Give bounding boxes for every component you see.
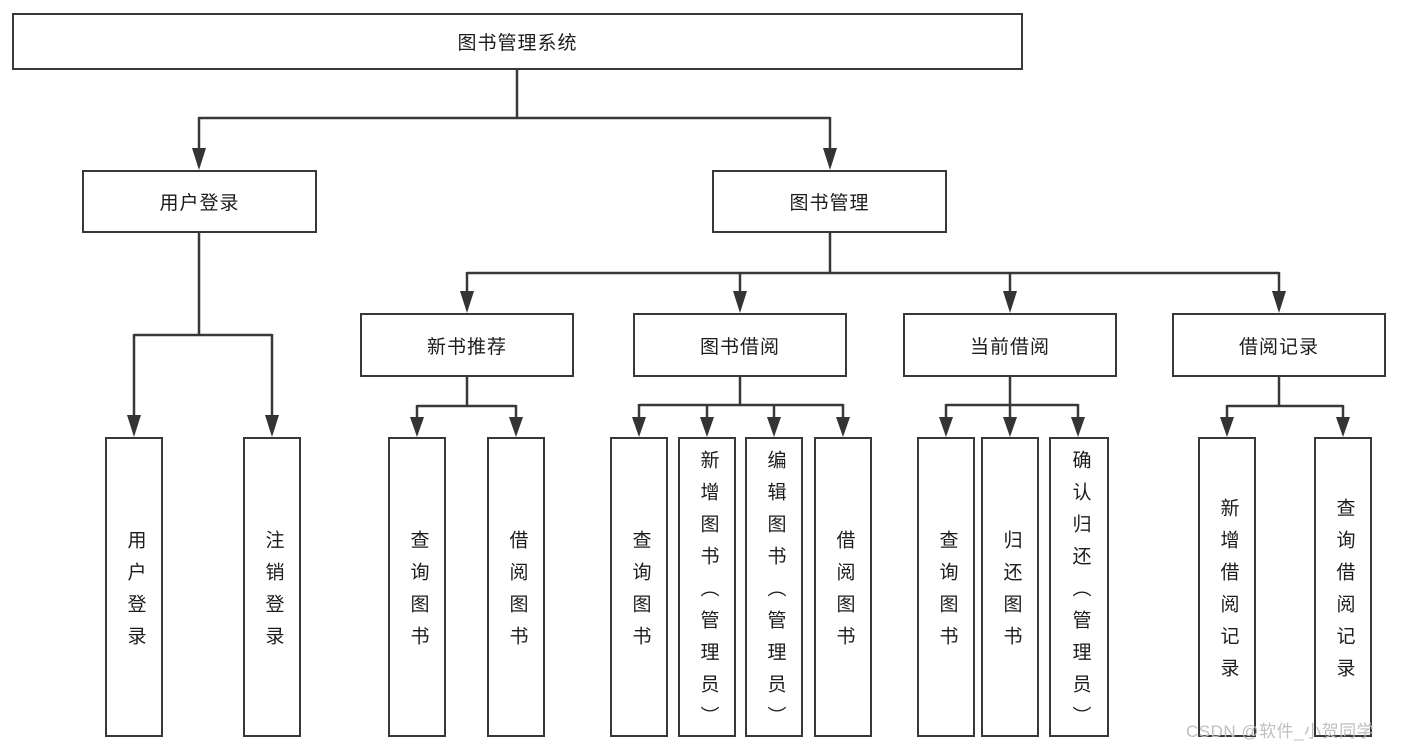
node-library-management-system: 图书管理系统: [12, 13, 1023, 70]
connector-book-mgmt-to-level3: [460, 233, 1286, 313]
leaf-query-books-current: 查询图书: [917, 437, 975, 737]
leaf-query-borrow-record: 查询借阅记录: [1314, 437, 1372, 737]
node-label: 当前借阅: [969, 336, 1050, 358]
node-label: 新书推荐: [426, 336, 507, 358]
leaf-label: 注销登录: [262, 529, 284, 658]
connector-current-borrow-to-leaves: [939, 377, 1085, 437]
leaf-user-login: 用户登录: [105, 437, 163, 737]
leaf-label: 确认归还（管理员）: [1069, 449, 1091, 738]
node-new-book-recommend: 新书推荐: [360, 313, 574, 377]
connector-root-to-level2: [192, 70, 837, 170]
leaf-label: 查询借阅记录: [1333, 497, 1355, 690]
node-label: 借阅记录: [1238, 336, 1319, 358]
node-book-borrow: 图书借阅: [633, 313, 847, 377]
leaf-label: 借阅图书: [833, 529, 855, 658]
leaf-edit-books-admin: 编辑图书（管理员）: [745, 437, 803, 738]
leaf-label: 查询图书: [407, 529, 429, 658]
node-label: 图书借阅: [699, 336, 780, 358]
node-label: 图书管理: [789, 193, 870, 214]
leaf-return-books: 归还图书: [981, 437, 1039, 737]
leaf-label: 新增借阅记录: [1217, 497, 1239, 690]
leaf-borrow-books-recommend: 借阅图书: [487, 437, 545, 737]
leaf-query-books-recommend: 查询图书: [388, 437, 446, 737]
node-label: 图书管理系统: [457, 33, 578, 54]
leaf-label: 归还图书: [1000, 529, 1022, 658]
node-current-borrow: 当前借阅: [903, 313, 1117, 377]
leaf-label: 编辑图书（管理员）: [764, 449, 786, 738]
leaf-label: 用户登录: [124, 529, 146, 658]
leaf-query-books-borrow: 查询图书: [610, 437, 668, 737]
node-borrow-record: 借阅记录: [1172, 313, 1386, 377]
csdn-watermark: CSDN @软件_小贺同学: [1186, 722, 1375, 741]
connector-book-borrow-to-leaves: [632, 377, 850, 437]
node-label: 用户登录: [159, 193, 240, 214]
leaf-add-books-admin: 新增图书（管理员）: [678, 437, 736, 738]
leaf-borrow-books: 借阅图书: [814, 437, 872, 737]
leaf-add-borrow-record: 新增借阅记录: [1198, 437, 1256, 737]
node-book-management: 图书管理: [712, 170, 947, 233]
leaf-label: 查询图书: [629, 529, 651, 658]
connector-new-book-rec-to-leaves: [410, 377, 523, 437]
leaf-logout: 注销登录: [243, 437, 301, 737]
leaf-label: 新增图书（管理员）: [697, 449, 719, 738]
node-user-login: 用户登录: [82, 170, 317, 233]
leaf-confirm-return-admin: 确认归还（管理员）: [1049, 437, 1109, 738]
connector-user-login-to-leaves: [127, 233, 279, 437]
leaf-label: 查询图书: [936, 529, 958, 658]
connector-borrow-record-to-leaves: [1220, 377, 1350, 437]
leaf-label: 借阅图书: [506, 529, 528, 658]
